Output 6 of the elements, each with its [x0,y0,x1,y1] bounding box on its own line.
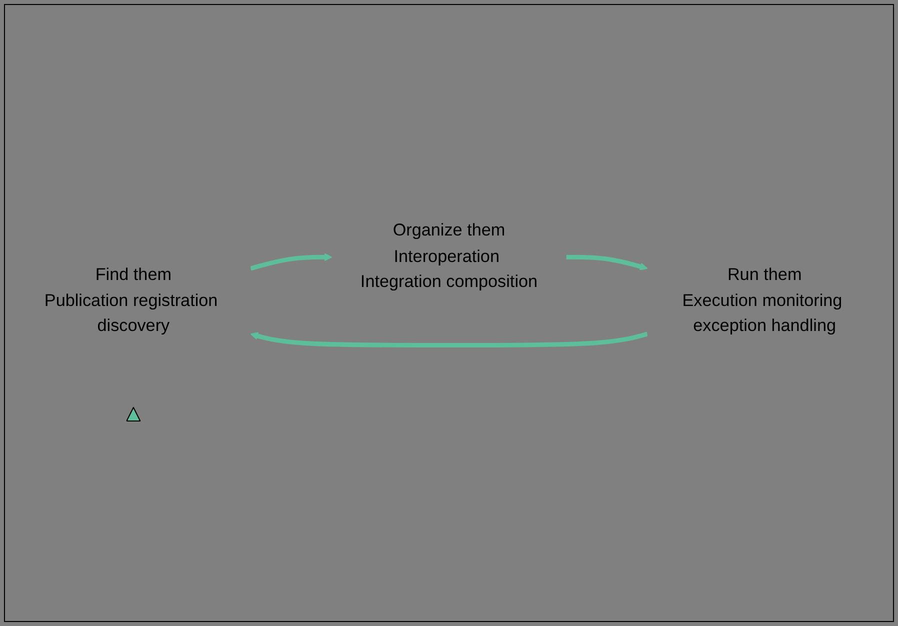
node-text: Run them Execution monitoring exception handling [682,265,842,336]
arrow [566,254,648,270]
node-text: Find them Publication registration discovery [44,265,218,336]
node-text: Organize them Interoperation Integration composition [360,221,538,292]
arrow [250,253,332,271]
arrow [250,332,648,348]
